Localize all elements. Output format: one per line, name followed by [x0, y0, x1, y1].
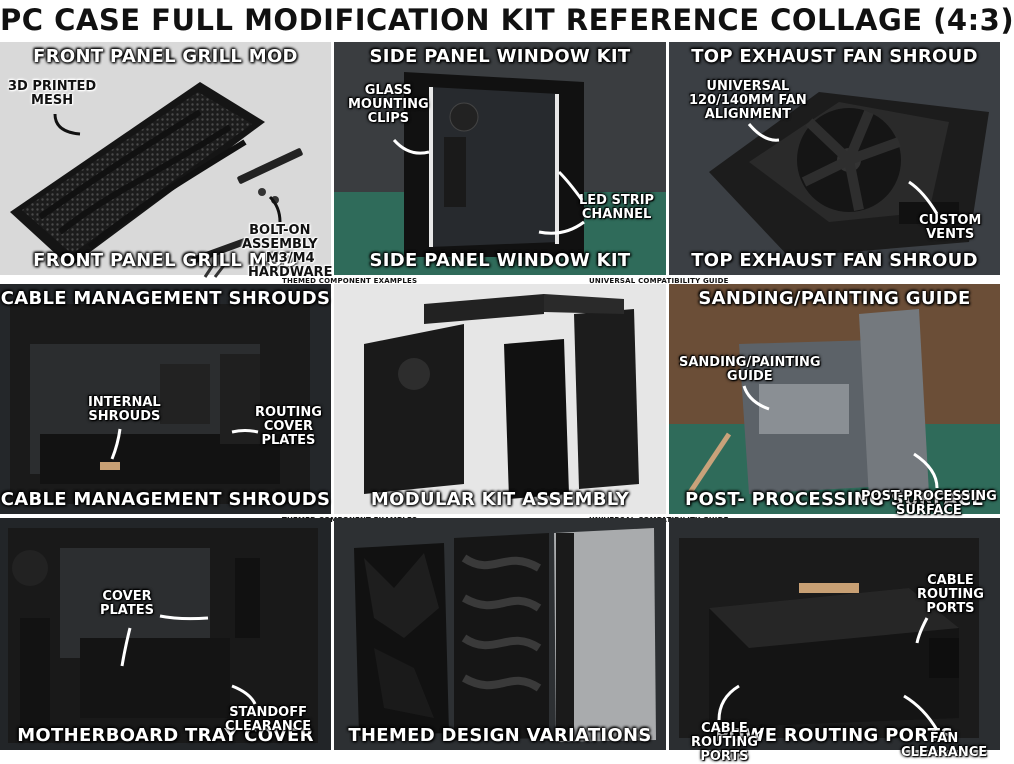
- panel-title: TOP EXHAUST FAN SHROUD: [691, 46, 978, 67]
- panel-caption: THEMED DESIGN VARIATIONS: [348, 725, 652, 746]
- panel-title: SIDE PANEL WINDOW KIT: [369, 46, 631, 67]
- modular-assembly-photo: [334, 284, 666, 514]
- cable-management-photo: [0, 284, 331, 514]
- panel-title: SANDING/PAINTING GUIDE: [698, 288, 971, 309]
- panel-caption: FRONT PANEL GRILL MOD: [33, 250, 298, 271]
- panel-side-window: SIDE PANEL WINDOW KIT SIDE PANEL WINDOW …: [334, 42, 666, 275]
- strip-themed: THEMED COMPONENT EXAMPLES: [278, 276, 422, 286]
- panel-caption: MOTHERBOARD TRAY COVER: [17, 725, 314, 746]
- panel-modular-assembly: MODULAR KIT ASSEMBLY: [334, 284, 666, 514]
- routing-ports-photo: [669, 518, 1000, 750]
- panel-caption: POST- PROCESSING SURFACE: [685, 489, 984, 510]
- panel-caption: MODULAR KIT ASSEMBLY: [370, 489, 630, 510]
- themed-variations-photo: [334, 518, 666, 750]
- panel-title: FRONT PANEL GRILL MOD: [33, 46, 298, 67]
- panel-cable-management: CABLE MANAGEMENT SHROUDS CABLE MANAGEMEN…: [0, 284, 331, 514]
- panel-caption: TOP EXHAUST FAN SHROUD: [691, 250, 978, 271]
- page-title: PC CASE FULL MODIFICATION KIT REFERENCE …: [0, 3, 1014, 37]
- panel-caption: CABLE MANAGEMENT SHROUDS: [0, 489, 331, 510]
- panel-sanding-painting: SANDING/PAINTING GUIDE POST- PROCESSING …: [669, 284, 1000, 518]
- motherboard-tray-photo: [0, 518, 331, 750]
- panel-top-exhaust: TOP EXHAUST FAN SHROUD TOP EXHAUST FAN S…: [669, 42, 1000, 275]
- panel-front-grill: FRONT PANEL GRILL MOD FRONT PANEL GRILL …: [0, 42, 332, 280]
- panel-themed-variations: THEMED DESIGN VARIATIONS: [334, 518, 666, 750]
- collage-grid: FRONT PANEL GRILL MOD FRONT PANEL GRILL …: [0, 42, 1000, 764]
- side-window-photo: [334, 42, 666, 275]
- strip-universal: UNIVERSAL COMPATIBILITY GUIDE: [585, 276, 733, 286]
- panel-caption: POW̸E ROUTING PORTS: [715, 725, 954, 746]
- panel-caption: SIDE PANEL WINDOW KIT: [369, 250, 631, 271]
- sanding-painting-photo: [669, 284, 1000, 514]
- panel-title: CABLE MANAGEMENT SHROUDS: [0, 288, 331, 309]
- front-grill-photo: [0, 42, 331, 278]
